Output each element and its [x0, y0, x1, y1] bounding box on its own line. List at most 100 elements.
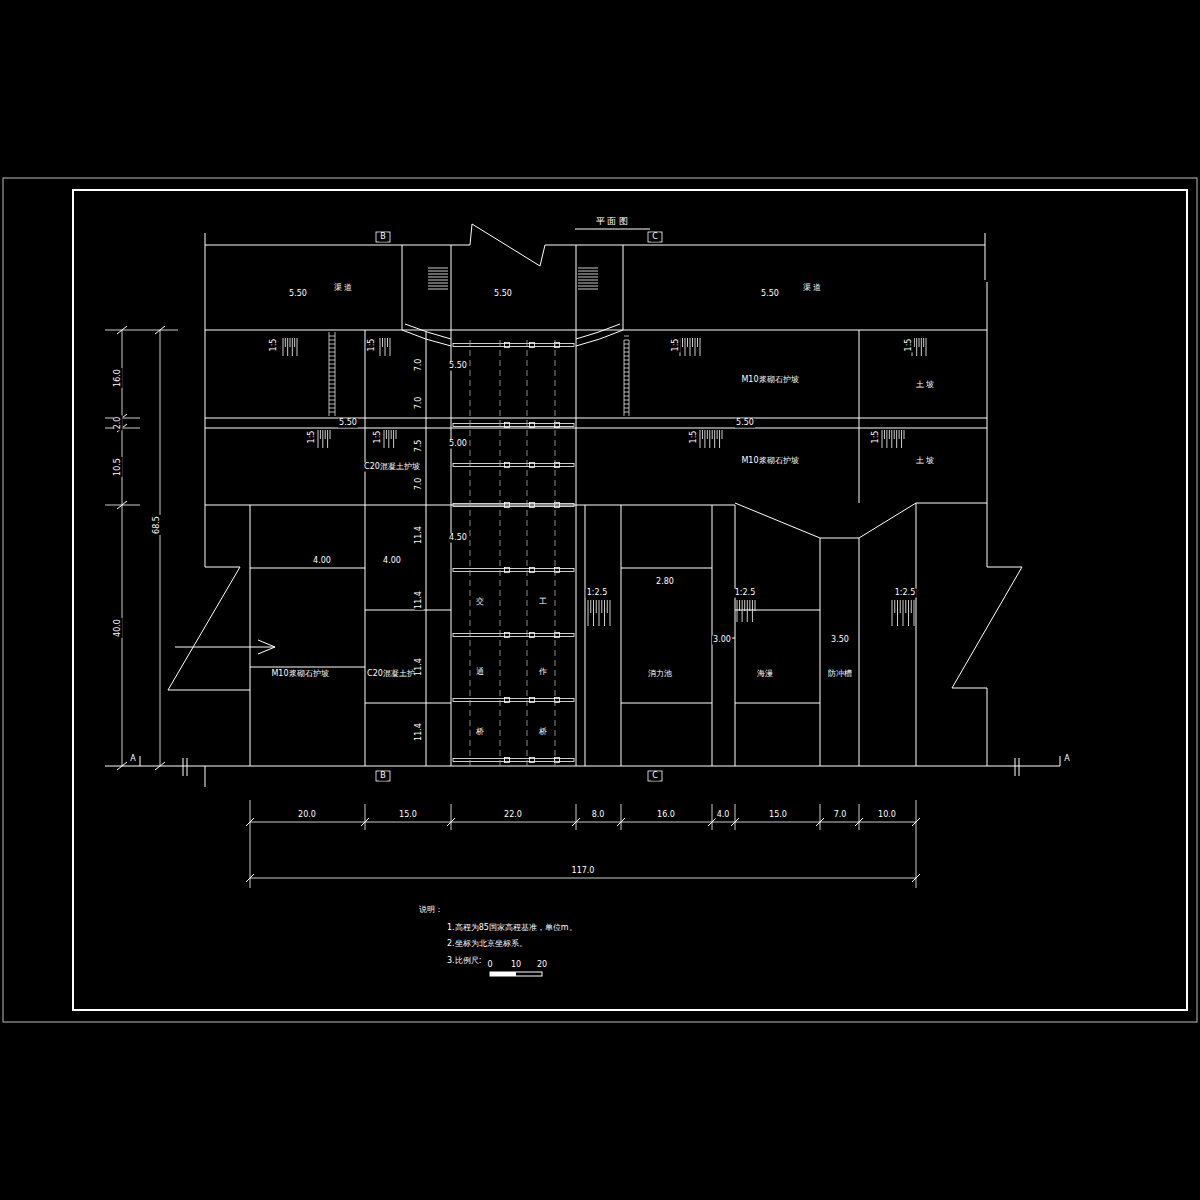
slope-hatch — [601, 600, 602, 613]
slope-hatch — [325, 430, 326, 439]
structure-line — [621, 568, 712, 569]
dimension: 7.0 — [415, 477, 424, 492]
scale-number: 0 — [486, 961, 493, 970]
section-line-end — [183, 758, 184, 776]
structure-line — [916, 503, 917, 766]
dimension-tick — [246, 818, 254, 826]
structure-line — [205, 766, 206, 787]
note-text: 3.比例尺: — [446, 957, 482, 966]
stair-ladder — [629, 340, 630, 416]
stair-ladder — [624, 376, 629, 377]
step-hatch — [428, 283, 448, 284]
dimension: 20.0 — [297, 811, 317, 820]
slope-hatch — [886, 430, 887, 448]
slope-hatch — [749, 600, 750, 611]
slope-hatch — [380, 338, 390, 356]
slope-hatch — [919, 338, 920, 347]
gate-slot — [530, 503, 535, 508]
part-name: 通 — [475, 668, 485, 677]
step-hatch — [428, 289, 448, 290]
note-text: 1.高程为85国家高程基准，单位m。 — [446, 924, 578, 933]
slope-hatch — [380, 338, 381, 356]
curved-wall — [405, 324, 451, 339]
slope-hatch — [882, 430, 883, 448]
dimension: 8.0 — [591, 811, 606, 820]
dimension-extension — [576, 804, 577, 830]
slope-hatch — [912, 338, 926, 356]
slope-hatch — [285, 338, 286, 347]
step-hatch — [578, 268, 598, 289]
dimension: 15.0 — [768, 811, 788, 820]
slope-hatch — [607, 600, 608, 613]
slope-hatch — [388, 430, 389, 448]
dimension: 4.0 — [716, 811, 731, 820]
slope-hatch — [697, 338, 698, 347]
slope-hatch — [892, 600, 893, 626]
dimension-tick — [912, 818, 920, 826]
scale-bar — [490, 972, 542, 976]
section-mark: B — [379, 772, 387, 781]
dimension-tick — [155, 326, 165, 334]
section-line-end — [1015, 758, 1016, 776]
dimension-tick — [155, 326, 165, 334]
stair-ladder — [624, 388, 629, 389]
slope-hatch — [889, 430, 890, 439]
part-name: 消力池 — [647, 670, 673, 679]
slope-hatch — [903, 600, 904, 626]
dimension-extension — [365, 804, 366, 830]
slope-ratio: 1:5 — [368, 338, 377, 353]
dimension: 7.0 — [415, 396, 424, 411]
slope-hatch — [752, 600, 753, 622]
dimension-line — [250, 822, 916, 823]
dimension-tick — [617, 818, 625, 826]
note-heading: 说明： — [418, 906, 444, 915]
slope-hatch — [320, 430, 321, 439]
stair-ladder — [329, 396, 335, 397]
step-hatch — [578, 280, 598, 281]
slope-hatch — [884, 430, 885, 439]
slope-ratio: 1:5 — [905, 338, 914, 353]
stair-ladder — [624, 356, 629, 357]
slope-ratio: 1:2.5 — [586, 589, 609, 598]
section-line-end — [187, 758, 188, 776]
dimension: 16.0 — [114, 368, 123, 388]
flow-arrow — [258, 640, 275, 647]
wing-wall-left — [168, 330, 250, 690]
dimension-tick — [246, 874, 254, 882]
slope-hatch — [719, 430, 720, 448]
gate-slot — [505, 633, 510, 638]
elevation: 5.00 — [448, 440, 468, 449]
stair-ladder — [624, 396, 629, 397]
boundary-line — [205, 233, 206, 330]
slope-hatch — [901, 430, 902, 448]
slope-hatch — [714, 430, 715, 448]
dimension-tick — [855, 818, 863, 826]
section-marker — [376, 771, 390, 781]
stair-ladder — [329, 400, 335, 401]
section-marker — [376, 232, 390, 242]
dimension-tick — [246, 818, 254, 826]
pier — [453, 504, 574, 507]
material-name: C20混凝土护坡 — [363, 463, 421, 472]
stair-ladder — [329, 408, 335, 409]
step-hatch — [578, 289, 598, 290]
stair-ladder — [624, 352, 629, 353]
slope-hatch — [894, 430, 895, 439]
section-mark: C — [651, 772, 659, 781]
dimension-tick — [855, 818, 863, 826]
slope-hatch — [590, 600, 591, 613]
stair-ladder — [329, 376, 335, 377]
dimension-extension — [621, 804, 622, 830]
structure-line — [451, 245, 452, 766]
structure-line — [426, 332, 427, 766]
pier — [453, 424, 574, 427]
part-name: 桥 — [538, 728, 548, 737]
stair-ladder — [624, 344, 629, 345]
stair-ladder — [329, 360, 335, 361]
slope-hatch — [396, 430, 397, 439]
gate-slot — [530, 698, 535, 703]
dimension-tick — [117, 762, 127, 770]
inner-frame — [73, 190, 1187, 1010]
stair-ladder — [624, 340, 629, 341]
